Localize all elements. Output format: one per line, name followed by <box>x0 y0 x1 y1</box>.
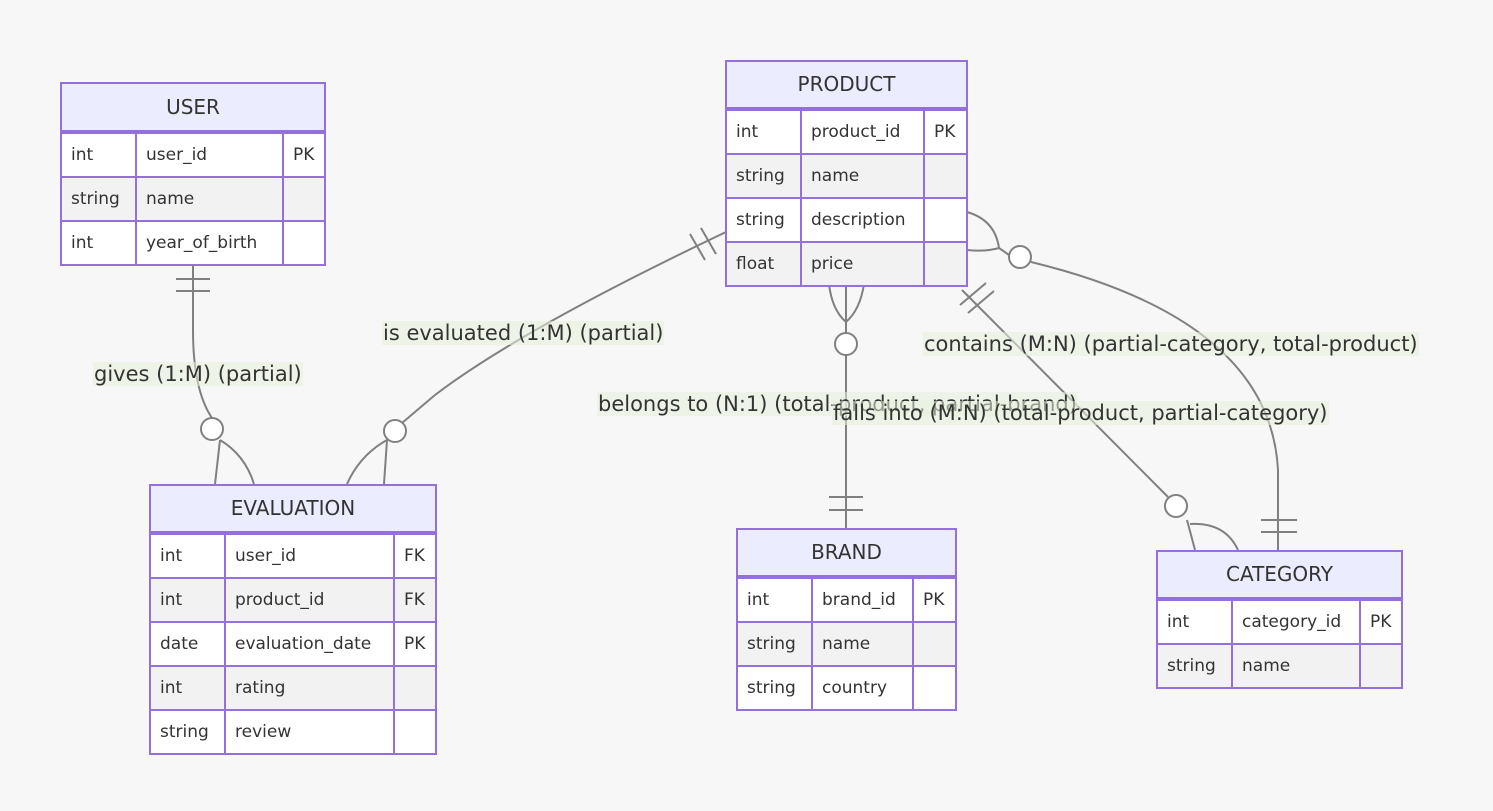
attribute-key <box>393 711 435 753</box>
attribute-name: product_id <box>800 111 923 153</box>
attribute-row: string name <box>62 176 324 220</box>
evaluation-title: EVALUATION <box>151 486 435 533</box>
gives-zero-circle <box>200 417 224 441</box>
attribute-key <box>282 178 324 220</box>
attribute-name: name <box>1231 645 1359 687</box>
attribute-name: category_id <box>1231 601 1359 643</box>
attribute-row: string review <box>151 709 435 753</box>
attribute-type: string <box>736 166 785 186</box>
falls-into-crowfoot <box>1186 519 1239 551</box>
attribute-row: int rating <box>151 665 435 709</box>
attribute-row: float price <box>727 241 966 285</box>
attribute-key: PK <box>282 134 324 176</box>
attribute-type: float <box>736 254 775 274</box>
category-entity[interactable]: CATEGORY int category_id PK string name <box>1156 550 1403 689</box>
attribute-name: review <box>224 711 393 753</box>
attribute-type: string <box>736 210 785 230</box>
attribute-name: brand_id <box>811 579 912 621</box>
attribute-key <box>923 243 966 285</box>
contains-zero-circle <box>1008 245 1032 269</box>
belongs-to-crowfoot <box>828 283 865 324</box>
user-entity[interactable]: USER int user_id PK string name int year… <box>60 82 326 266</box>
attribute-row: string country <box>738 665 955 709</box>
attribute-type: int <box>747 590 770 610</box>
attribute-key <box>282 222 324 264</box>
attribute-key: PK <box>923 111 966 153</box>
attribute-row: int year_of_birth <box>62 220 324 264</box>
attribute-type: int <box>160 546 183 566</box>
attribute-type: int <box>1167 612 1190 632</box>
contains-crowfoot <box>966 211 1010 256</box>
attribute-key <box>923 199 966 241</box>
attribute-type: string <box>747 634 796 654</box>
is-evaluated-zero-circle <box>383 419 407 443</box>
attribute-type: date <box>160 634 199 654</box>
attribute-key: FK <box>393 535 435 577</box>
attribute-name: user_id <box>224 535 393 577</box>
product-title: PRODUCT <box>727 62 966 109</box>
attribute-name: price <box>800 243 923 285</box>
user-title: USER <box>62 84 324 132</box>
attribute-key <box>393 667 435 709</box>
attribute-key: PK <box>393 623 435 665</box>
attribute-row: date evaluation_date PK <box>151 621 435 665</box>
attribute-name: name <box>811 623 912 665</box>
brand-entity[interactable]: BRAND int brand_id PK string name string… <box>736 528 957 711</box>
attribute-type: int <box>71 233 94 253</box>
attribute-key: PK <box>912 579 955 621</box>
attribute-type: string <box>747 678 796 698</box>
gives-line <box>192 262 213 419</box>
belongs-to-zero-circle <box>834 332 858 356</box>
attribute-name: product_id <box>224 579 393 621</box>
attribute-type: string <box>1167 656 1216 676</box>
attribute-key <box>1359 645 1401 687</box>
falls-into-one-bar <box>967 290 995 314</box>
attribute-type: int <box>71 145 94 165</box>
attribute-name: user_id <box>135 134 282 176</box>
attribute-name: description <box>800 199 923 241</box>
attribute-row: string description <box>727 197 966 241</box>
is-evaluated-one-bar <box>689 233 706 261</box>
attribute-name: evaluation_date <box>224 623 393 665</box>
gives-label: gives (1:M) (partial) <box>93 362 303 386</box>
attribute-row: int category_id PK <box>1158 599 1401 643</box>
is-evaluated-one-bar <box>700 227 717 255</box>
contains-label: contains (M:N) (partial-category, total-… <box>923 332 1419 356</box>
attribute-key <box>912 667 955 709</box>
evaluation-entity[interactable]: EVALUATION int user_id FK int product_id… <box>149 484 437 755</box>
attribute-row: int brand_id PK <box>738 577 955 621</box>
attribute-type: int <box>736 122 759 142</box>
falls-into-one-bar <box>959 282 987 306</box>
attribute-type: string <box>160 722 209 742</box>
attribute-type: string <box>71 189 120 209</box>
attribute-name: name <box>135 178 282 220</box>
attribute-type: int <box>160 678 183 698</box>
attribute-name: country <box>811 667 912 709</box>
attribute-key: FK <box>393 579 435 621</box>
brand-title: BRAND <box>738 530 955 577</box>
product-entity[interactable]: PRODUCT int product_id PK string name st… <box>725 60 968 287</box>
attribute-key: PK <box>1359 601 1401 643</box>
is-evaluated-label: is evaluated (1:M) (partial) <box>382 321 665 345</box>
category-title: CATEGORY <box>1158 552 1401 599</box>
attribute-key <box>923 155 966 197</box>
attribute-name: year_of_birth <box>135 222 282 264</box>
attribute-row: string name <box>738 621 955 665</box>
is-evaluated-crowfoot <box>346 438 389 485</box>
attribute-row: string name <box>727 153 966 197</box>
gives-crowfoot <box>214 439 255 485</box>
attribute-row: int user_id PK <box>62 132 324 176</box>
attribute-key <box>912 623 955 665</box>
attribute-row: int product_id PK <box>727 109 966 153</box>
attribute-row: int product_id FK <box>151 577 435 621</box>
falls-into-zero-circle <box>1164 494 1188 518</box>
falls-into-label: falls into (M:N) (total-product, partial… <box>832 401 1329 425</box>
attribute-name: name <box>800 155 923 197</box>
attribute-row: int user_id FK <box>151 533 435 577</box>
attribute-type: int <box>160 590 183 610</box>
attribute-row: string name <box>1158 643 1401 687</box>
attribute-name: rating <box>224 667 393 709</box>
